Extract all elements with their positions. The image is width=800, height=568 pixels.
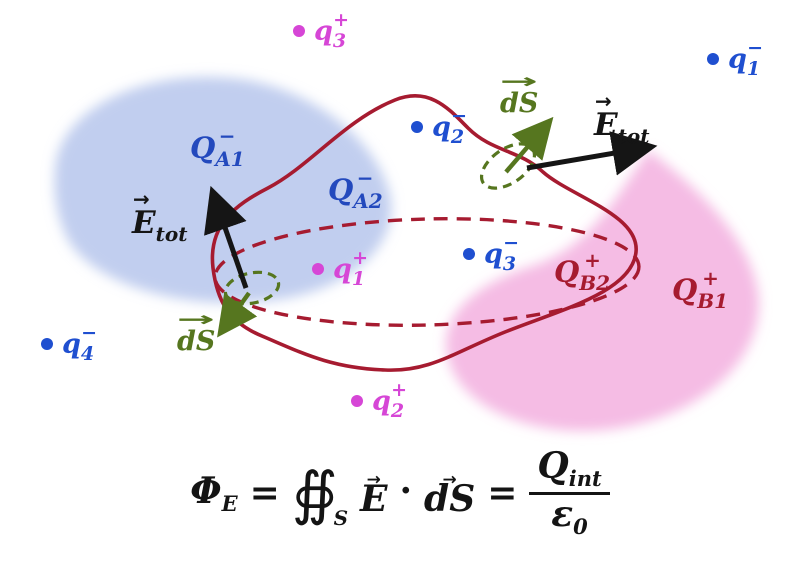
ds-label-left: → dS	[177, 307, 215, 357]
charge-dot	[293, 25, 305, 37]
charge-q1-minus: q1−	[707, 37, 763, 80]
svg-text:dS: dS	[500, 88, 538, 119]
charge-q2-minus: q2−	[411, 105, 467, 148]
charge-label: q2+	[372, 379, 407, 422]
region-label-QB2: QB2+	[554, 248, 610, 295]
dot-product: ·	[399, 470, 413, 513]
flux-symbol: ΦE	[190, 470, 238, 517]
charge-label: q4−	[62, 322, 97, 365]
e-tot-arrow-left	[204, 185, 249, 289]
gauss-law-formula: ΦE = ∯ S → E · → dS = Qint ε0	[0, 447, 800, 540]
charge-q3-plus: q3+	[293, 9, 349, 52]
charge-q1-plus: q1+	[312, 247, 368, 290]
equals-sign: =	[249, 472, 280, 515]
svg-text:dS: dS	[177, 326, 215, 357]
equals-sign: =	[487, 472, 518, 515]
e-tot-label-left: → Etot	[131, 187, 188, 246]
e-tot-label-right: → Etot	[593, 89, 650, 148]
charge-q3-minus: q3−	[463, 232, 519, 275]
charge-over-epsilon-fraction: Qint ε0	[529, 447, 610, 540]
ds-arrow-left	[217, 291, 258, 338]
svg-text:Etot: Etot	[131, 205, 188, 246]
charge-label: q1−	[728, 37, 763, 80]
e-tot-arrow-right	[526, 131, 658, 176]
charge-dot	[351, 395, 363, 407]
region-label-QA2: QA2−	[328, 166, 383, 213]
enclosed-charge: Qint	[529, 447, 610, 496]
integral-domain: S	[333, 506, 349, 531]
charge-dot	[41, 338, 53, 350]
ds-vector: → dS	[424, 469, 476, 520]
vector-arrow-glyph: →	[595, 89, 612, 113]
charge-q2-plus: q2+	[351, 379, 407, 422]
charge-label: q3+	[314, 9, 349, 52]
charge-label: q2−	[432, 105, 467, 148]
vector-arrow-glyph: →	[177, 307, 215, 331]
gaussian-surface-equator	[213, 217, 641, 327]
ds-label-right: → dS	[500, 69, 538, 119]
e-field-vector: → E	[360, 469, 388, 520]
charge-dot	[707, 53, 719, 65]
vector-arrow-glyph: →	[442, 469, 457, 490]
gaussian-surface-outline	[210, 94, 638, 372]
charge-label: q1+	[333, 247, 368, 290]
vacuum-permittivity: ε0	[551, 493, 588, 540]
ds-arrow-right	[504, 116, 554, 174]
vector-arrow-glyph: →	[133, 187, 150, 211]
svg-text:Etot: Etot	[593, 107, 650, 148]
double-closed-integral-glyph: ∯	[291, 459, 338, 528]
region-label-QA1: QA1−	[190, 124, 245, 171]
vector-arrow-glyph: →	[500, 69, 538, 93]
region-label-QB1: QB1+	[672, 266, 728, 313]
charge-q4-minus: q4−	[41, 322, 97, 365]
charge-dot	[312, 263, 324, 275]
charge-dot	[463, 248, 475, 260]
surface-integral-symbol: ∯ S	[291, 459, 348, 530]
charge-label: q3−	[484, 232, 519, 275]
vector-arrow-glyph: →	[366, 469, 381, 490]
charge-dot	[411, 121, 423, 133]
